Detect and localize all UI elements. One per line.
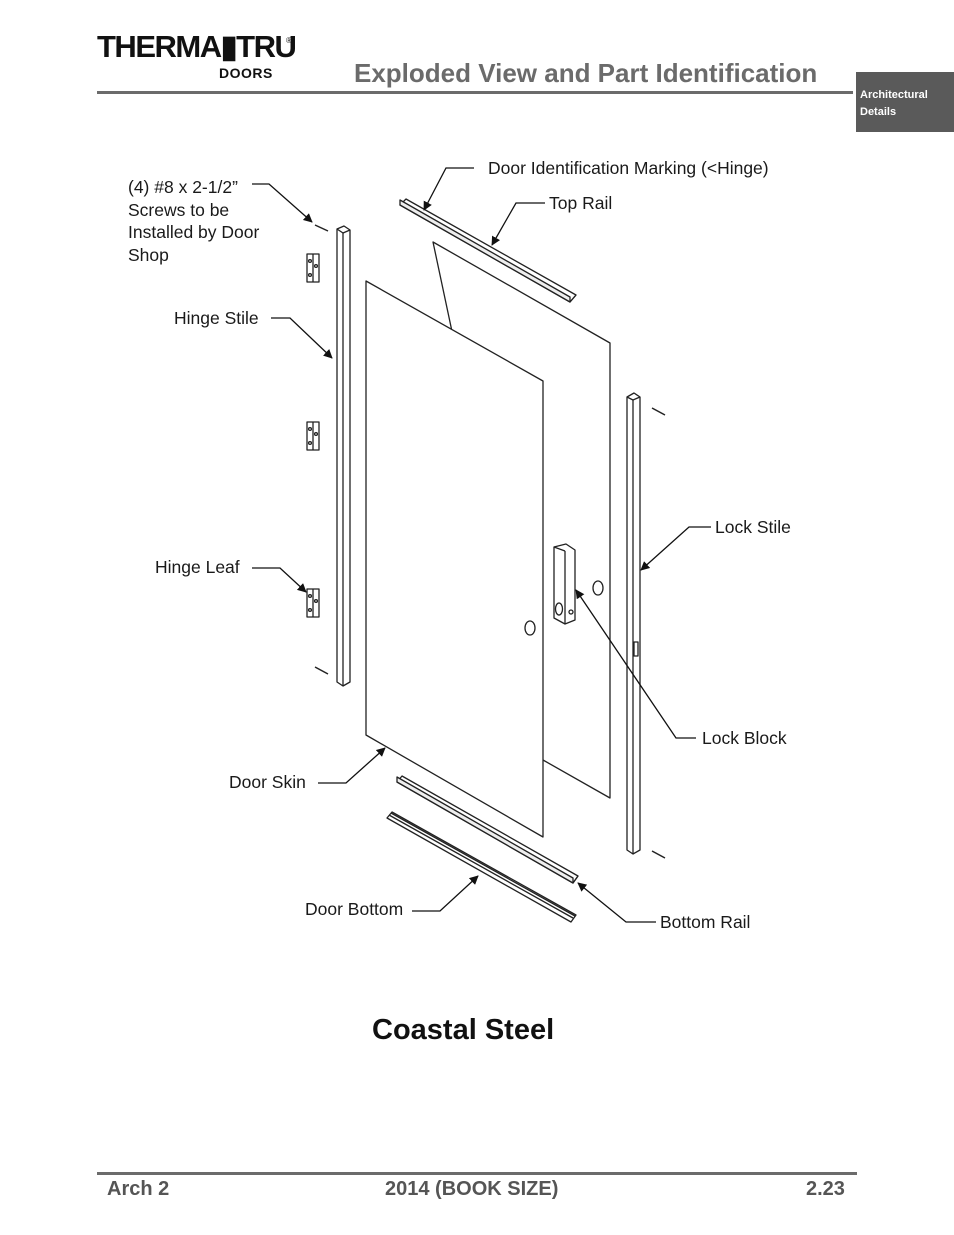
- door-skin-front: [365, 280, 544, 838]
- label-screws-line-1: (4) #8 x 2-1/2”: [128, 177, 238, 197]
- label-lock-block: Lock Block: [702, 728, 787, 748]
- label-screws-line-2: Screws to be: [128, 199, 230, 220]
- hinge-leaf-bottom: [306, 588, 320, 618]
- label-door-bottom: Door Bottom: [305, 899, 404, 919]
- label-lock-stile: Lock Stile: [715, 517, 791, 537]
- label-door-id: Door Identification Marking (<Hinge): [488, 158, 769, 178]
- footer-page-number: 2.23: [806, 1178, 845, 1200]
- label-screws: (4) #8 x 2-1/2” Screws to be Installed b…: [128, 176, 259, 266]
- label-screws-line-4: Shop: [128, 244, 169, 265]
- title-divider: [97, 91, 853, 94]
- section-tab-line-1: Architectural: [860, 89, 928, 101]
- brand-logo-sub: DOORS: [219, 65, 273, 81]
- label-hinge-stile: Hinge Stile: [174, 308, 259, 328]
- brand-logo: THERMA▮TRU: [97, 29, 297, 64]
- screws: [314, 224, 666, 859]
- leader-lines: [252, 167, 711, 923]
- bore-hole-back: [592, 580, 604, 596]
- label-door-skin: Door Skin: [229, 772, 306, 792]
- bore-hole: [524, 620, 536, 636]
- label-hinge-leaf: Hinge Leaf: [155, 557, 240, 577]
- footer-divider: [97, 1172, 857, 1175]
- label-screws-line-3: Installed by Door: [128, 222, 260, 242]
- section-tab-line-2: Details: [860, 106, 897, 118]
- footer-edition: 2014 (BOOK SIZE): [385, 1178, 559, 1200]
- footer-section: Arch 2: [107, 1178, 170, 1200]
- hinge-leaf-top: [306, 253, 320, 283]
- diagram-caption: Coastal Steel: [372, 1014, 555, 1046]
- label-bottom-rail: Bottom Rail: [660, 912, 751, 932]
- label-top-rail: Top Rail: [549, 193, 613, 213]
- hinge-leaf-middle: [306, 421, 320, 451]
- page-title: Exploded View and Part Identification: [354, 58, 818, 88]
- section-tab: Architectural Details: [856, 72, 954, 132]
- registered-mark: ®: [286, 36, 292, 45]
